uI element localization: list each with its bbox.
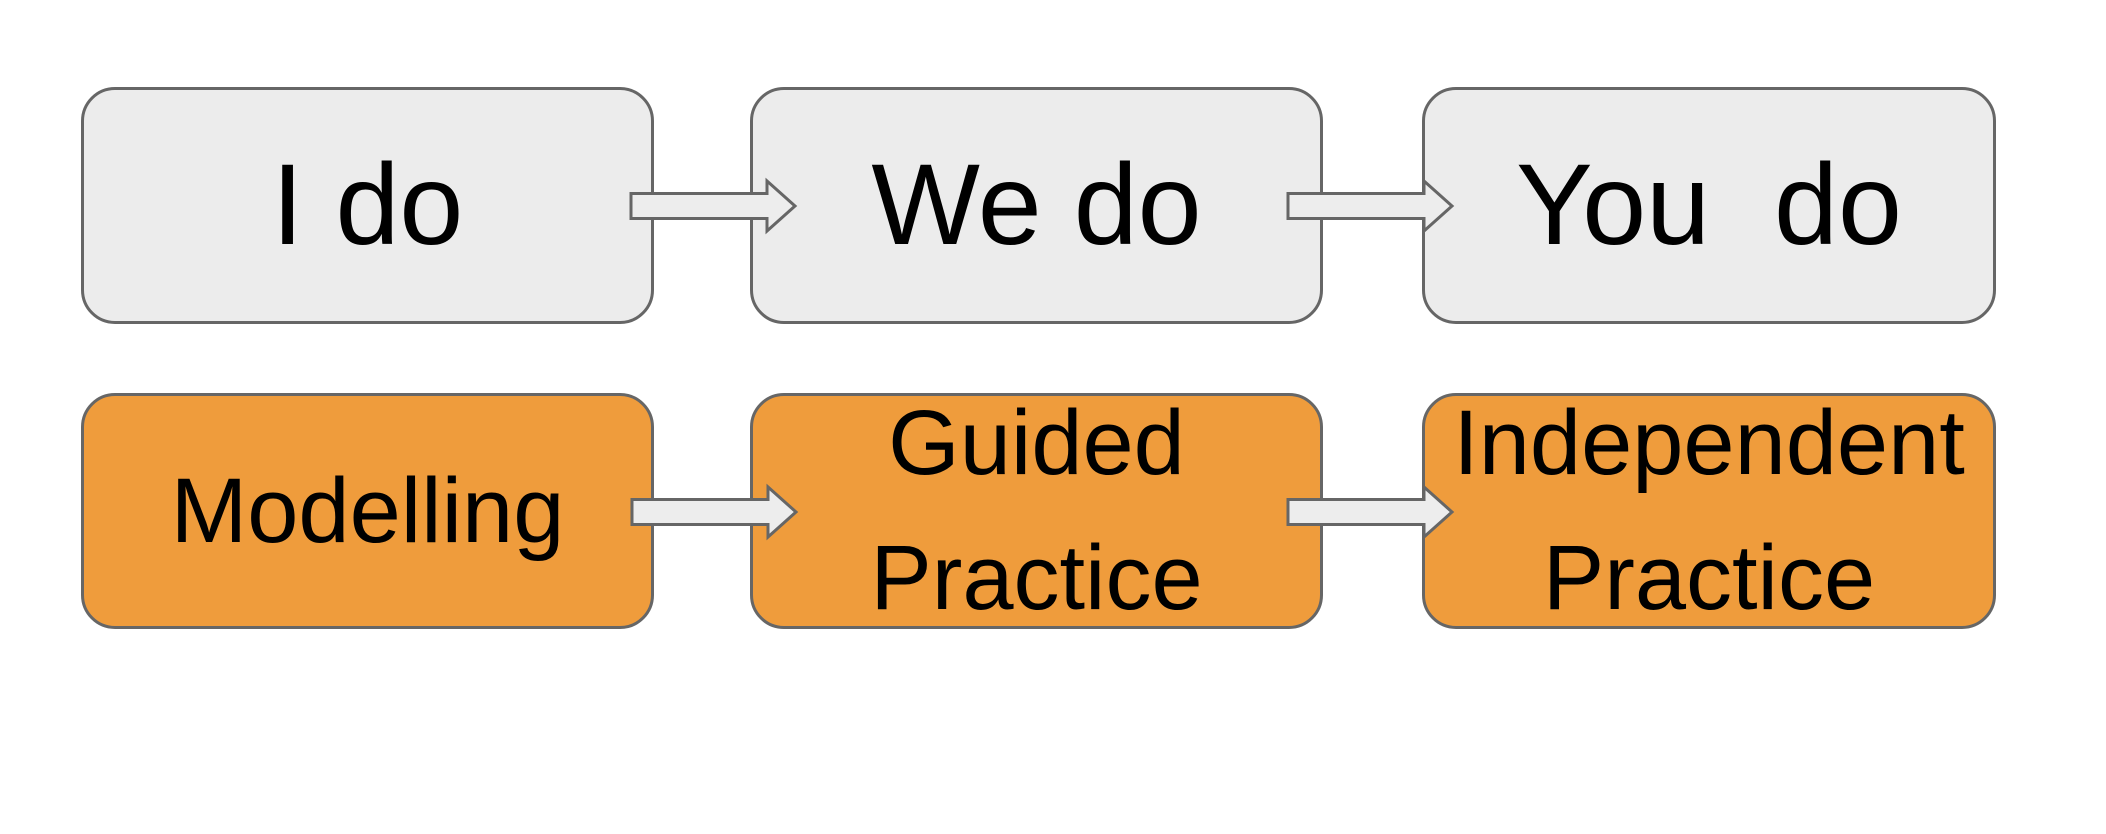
arrow-right-icon (1286, 483, 1455, 541)
box-we-do: We do (750, 87, 1323, 324)
arrow-right-icon (630, 483, 799, 541)
box-i-do: I do (81, 87, 654, 324)
box-label: Independent Practice (1453, 392, 1965, 629)
box-guided-practice: Guided Practice (750, 392, 1323, 629)
box-modelling: Modelling (81, 393, 654, 629)
box-you-do: You do (1422, 87, 1996, 324)
box-label: You do (1516, 141, 1902, 270)
arrow-right-icon (1286, 177, 1455, 235)
box-label: Guided Practice (870, 392, 1203, 629)
box-independent-practice: Independent Practice (1422, 392, 1996, 629)
box-label: Modelling (170, 459, 565, 562)
box-label: We do (871, 141, 1202, 270)
box-label: I do (271, 141, 464, 270)
arrow-right-icon (629, 177, 798, 235)
